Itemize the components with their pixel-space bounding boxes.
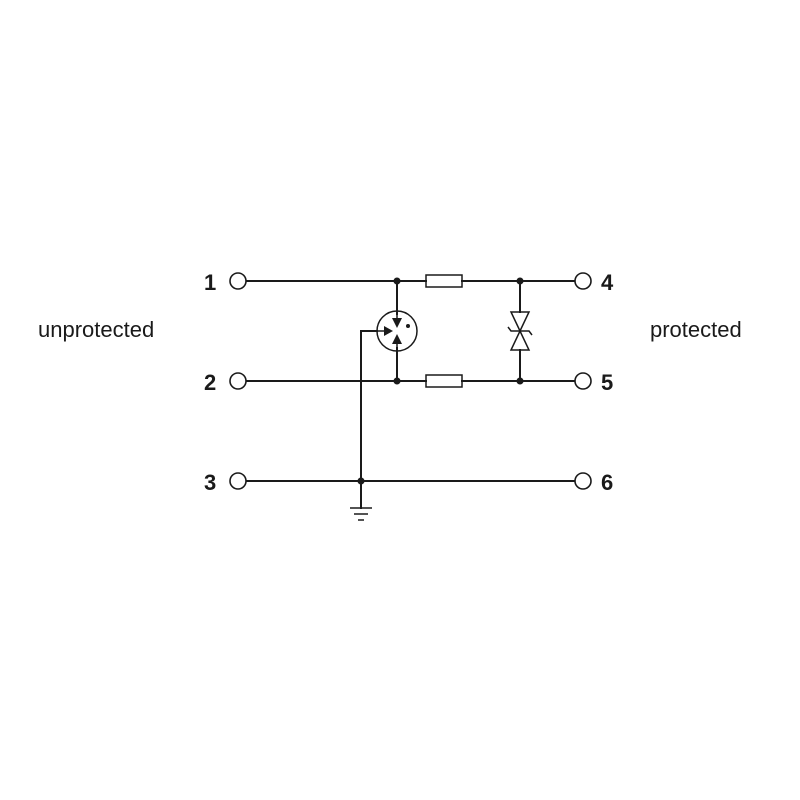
- junction-dot: [357, 477, 365, 485]
- terminal-3-label: 3: [204, 470, 216, 495]
- bidirectional-tvs-diode-icon: [507, 311, 533, 351]
- terminal-5-label: 5: [601, 370, 613, 395]
- protected-label: protected: [650, 317, 742, 342]
- terminal-6-label: 6: [601, 470, 613, 495]
- terminal-4-connector[interactable]: [574, 272, 592, 290]
- terminal-3-connector[interactable]: [229, 472, 247, 490]
- wires: [245, 280, 576, 509]
- resistor-top-icon: [425, 274, 463, 288]
- junction-dot: [516, 277, 524, 285]
- terminal-2-label: 2: [204, 370, 216, 395]
- terminal-2-connector[interactable]: [229, 372, 247, 390]
- ground-icon: [350, 507, 372, 521]
- junction-dot: [393, 277, 401, 285]
- junction-dot: [516, 377, 524, 385]
- terminal-1-connector[interactable]: [229, 272, 247, 290]
- wire-gdt-ground: [360, 330, 378, 509]
- gas-discharge-tube-icon: [376, 310, 418, 352]
- terminal-4-label: 4: [601, 270, 614, 295]
- terminal-1-label: 1: [204, 270, 216, 295]
- resistor-bottom-icon: [425, 374, 463, 388]
- junction-dot: [393, 377, 401, 385]
- terminal-5-connector[interactable]: [574, 372, 592, 390]
- unprotected-label: unprotected: [38, 317, 154, 342]
- junctions: [357, 277, 524, 485]
- terminal-6-connector[interactable]: [574, 472, 592, 490]
